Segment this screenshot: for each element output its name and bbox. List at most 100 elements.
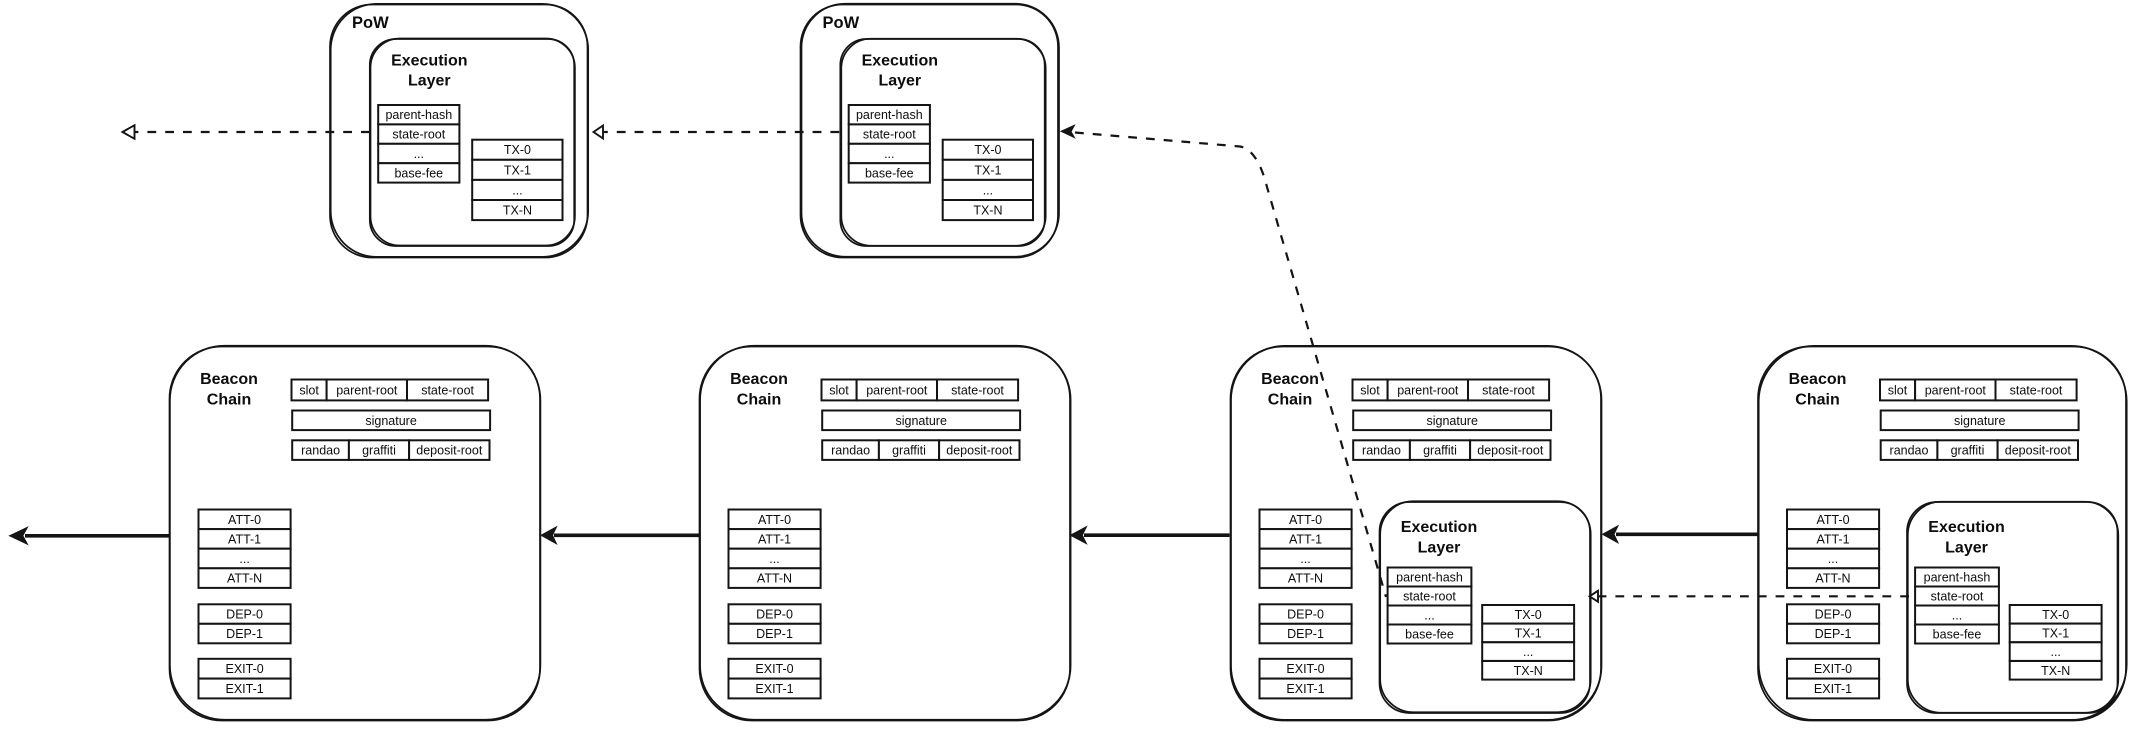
svg-text:deposit-root: deposit-root (946, 444, 1013, 458)
svg-text:Execution: Execution (1928, 519, 2004, 536)
svg-text:TX-1: TX-1 (504, 163, 531, 177)
svg-text:TX-N: TX-N (2041, 664, 2070, 678)
svg-text:...: ... (239, 552, 249, 566)
svg-text:parent-hash: parent-hash (385, 108, 452, 122)
svg-text:TX-0: TX-0 (1515, 608, 1542, 622)
svg-text:Execution: Execution (1401, 519, 1477, 536)
svg-text:graffiti: graffiti (1951, 444, 1985, 458)
svg-text:TX-N: TX-N (1514, 664, 1543, 678)
svg-text:ATT-0: ATT-0 (1816, 513, 1849, 527)
svg-text:DEP-1: DEP-1 (1815, 627, 1852, 641)
svg-text:DEP-0: DEP-0 (1287, 608, 1324, 622)
svg-text:randao: randao (301, 444, 340, 458)
svg-text:Beacon: Beacon (1789, 371, 1847, 388)
svg-text:ATT-N: ATT-N (1815, 572, 1850, 586)
svg-text:Chain: Chain (1795, 392, 1839, 409)
svg-text:PoW: PoW (352, 14, 389, 32)
svg-text:DEP-1: DEP-1 (1287, 627, 1324, 641)
svg-text:randao: randao (1362, 444, 1401, 458)
svg-text:EXIT-1: EXIT-1 (225, 682, 263, 696)
svg-text:EXIT-1: EXIT-1 (1286, 682, 1324, 696)
svg-text:...: ... (1300, 552, 1310, 566)
svg-text:TX-0: TX-0 (974, 143, 1001, 157)
svg-text:...: ... (769, 552, 779, 566)
svg-text:state-root: state-root (392, 128, 445, 142)
svg-text:ATT-N: ATT-N (757, 572, 792, 586)
svg-text:state-root: state-root (1931, 590, 1984, 604)
svg-text:Beacon: Beacon (730, 371, 788, 388)
svg-text:randao: randao (1890, 444, 1929, 458)
svg-text:DEP-1: DEP-1 (756, 627, 793, 641)
svg-text:state-root: state-root (421, 383, 474, 397)
svg-text:deposit-root: deposit-root (1477, 444, 1544, 458)
svg-text:Execution: Execution (391, 52, 467, 69)
svg-text:TX-1: TX-1 (2042, 627, 2069, 641)
svg-text:TX-0: TX-0 (504, 143, 531, 157)
svg-text:DEP-0: DEP-0 (756, 608, 793, 622)
svg-text:base-fee: base-fee (865, 166, 914, 180)
svg-text:parent-root: parent-root (1925, 383, 1987, 397)
svg-text:slot: slot (299, 383, 319, 397)
svg-text:EXIT-0: EXIT-0 (755, 662, 793, 676)
svg-text:signature: signature (365, 414, 416, 428)
svg-text:TX-N: TX-N (973, 204, 1002, 218)
svg-text:EXIT-0: EXIT-0 (225, 662, 263, 676)
svg-text:ATT-0: ATT-0 (228, 513, 261, 527)
svg-text:PoW: PoW (823, 14, 860, 32)
svg-text:ATT-N: ATT-N (227, 572, 262, 586)
svg-text:...: ... (2050, 645, 2060, 659)
svg-text:ATT-1: ATT-1 (758, 532, 791, 546)
svg-text:...: ... (414, 147, 424, 161)
svg-text:graffiti: graffiti (362, 444, 396, 458)
svg-text:randao: randao (831, 444, 870, 458)
svg-text:ATT-0: ATT-0 (758, 513, 791, 527)
svg-text:base-fee: base-fee (394, 166, 443, 180)
svg-text:Execution: Execution (862, 52, 938, 69)
svg-text:signature: signature (895, 414, 946, 428)
svg-text:...: ... (1952, 609, 1962, 623)
svg-text:TX-1: TX-1 (1515, 627, 1542, 641)
svg-text:parent-root: parent-root (1397, 383, 1459, 397)
svg-text:EXIT-1: EXIT-1 (1814, 682, 1852, 696)
svg-text:parent-root: parent-root (866, 383, 928, 397)
svg-text:ATT-1: ATT-1 (1816, 532, 1849, 546)
svg-text:parent-root: parent-root (336, 383, 398, 397)
svg-text:ATT-0: ATT-0 (1289, 513, 1322, 527)
svg-text:state-root: state-root (951, 383, 1004, 397)
svg-text:DEP-1: DEP-1 (226, 627, 263, 641)
svg-text:state-root: state-root (1403, 590, 1456, 604)
svg-text:Beacon: Beacon (200, 371, 258, 388)
svg-text:Chain: Chain (1268, 392, 1312, 409)
svg-text:state-root: state-root (1482, 383, 1535, 397)
svg-text:state-root: state-root (2010, 383, 2063, 397)
svg-text:...: ... (1424, 609, 1434, 623)
svg-text:slot: slot (829, 383, 849, 397)
svg-text:ATT-N: ATT-N (1288, 572, 1323, 586)
svg-text:parent-hash: parent-hash (1396, 571, 1463, 585)
svg-text:Layer: Layer (1945, 540, 1988, 557)
svg-text:ATT-1: ATT-1 (1289, 532, 1322, 546)
svg-text:ATT-1: ATT-1 (228, 532, 261, 546)
svg-text:...: ... (983, 183, 993, 197)
svg-text:slot: slot (1360, 383, 1380, 397)
svg-text:Beacon: Beacon (1261, 371, 1319, 388)
svg-text:Layer: Layer (1418, 540, 1461, 557)
svg-text:base-fee: base-fee (1405, 628, 1454, 642)
svg-text:DEP-0: DEP-0 (226, 608, 263, 622)
svg-text:TX-N: TX-N (503, 204, 532, 218)
svg-text:EXIT-0: EXIT-0 (1814, 662, 1852, 676)
svg-text:base-fee: base-fee (1933, 628, 1982, 642)
svg-text:Chain: Chain (737, 392, 781, 409)
svg-text:EXIT-0: EXIT-0 (1286, 662, 1324, 676)
svg-text:DEP-0: DEP-0 (1815, 608, 1852, 622)
svg-text:signature: signature (1426, 414, 1477, 428)
svg-text:signature: signature (1954, 414, 2005, 428)
svg-text:parent-hash: parent-hash (856, 108, 923, 122)
svg-text:Layer: Layer (878, 72, 921, 89)
svg-text:EXIT-1: EXIT-1 (755, 682, 793, 696)
svg-text:graffiti: graffiti (1423, 444, 1457, 458)
svg-text:...: ... (1828, 552, 1838, 566)
svg-text:deposit-root: deposit-root (2005, 444, 2072, 458)
svg-text:TX-1: TX-1 (974, 163, 1001, 177)
svg-text:...: ... (884, 147, 894, 161)
